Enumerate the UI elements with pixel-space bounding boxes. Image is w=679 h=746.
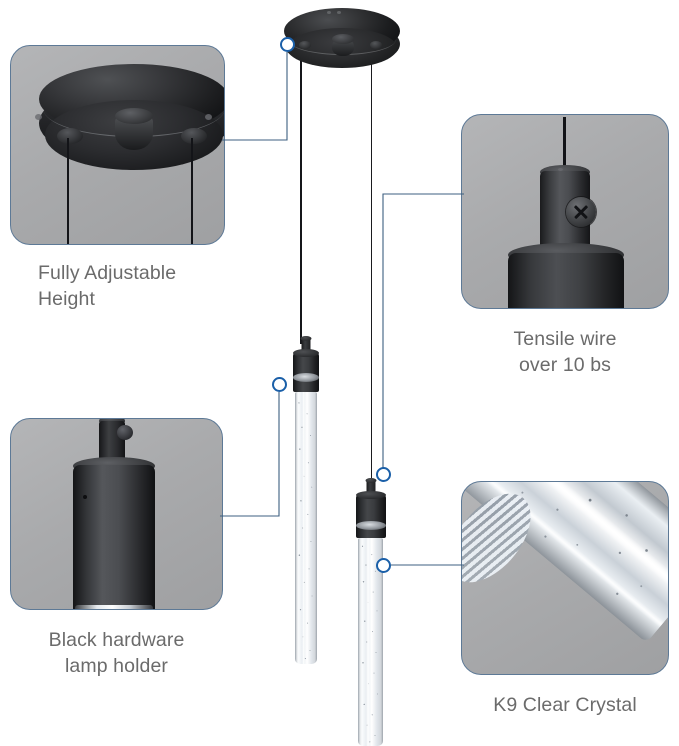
canopy-cable-boss-right bbox=[370, 41, 382, 49]
clamp-screw-icon bbox=[566, 197, 596, 227]
crystal-edge-right-1 bbox=[315, 392, 317, 664]
holder-body-1 bbox=[293, 352, 319, 392]
crystal-rod-1 bbox=[295, 392, 317, 664]
holder-neck-cap-1 bbox=[300, 336, 312, 341]
hotspot-k9-clear-crystal[interactable] bbox=[376, 558, 391, 573]
holder-body-bottom-2 bbox=[356, 521, 386, 530]
canopy-side bbox=[284, 22, 400, 66]
suspension-wire-right bbox=[371, 48, 373, 486]
callout-panel-fully-adjustable-height[interactable] bbox=[10, 45, 225, 245]
canopy-cable-boss-left bbox=[299, 41, 311, 49]
callout-image-k9-clear-crystal bbox=[462, 482, 668, 674]
holder-body-top-2 bbox=[356, 491, 386, 499]
canopy-closeup-nub-left bbox=[35, 114, 42, 120]
connector-black-hardware bbox=[220, 392, 280, 517]
caption-tensile-wire: Tensile wire over 10 bs bbox=[513, 328, 617, 376]
clamp-top-hole bbox=[558, 168, 563, 171]
tensile-wire-rod bbox=[563, 117, 566, 175]
crystal-glass-1 bbox=[295, 392, 317, 664]
canopy-hub-top bbox=[332, 34, 354, 44]
canopy-screw-dot-a bbox=[327, 11, 331, 14]
lamp-holder-1 bbox=[293, 336, 319, 392]
callout-image-fully-adjustable-height bbox=[11, 46, 224, 244]
canopy-closeup-boss-right bbox=[181, 128, 207, 144]
canopy-closeup-boss-left bbox=[57, 128, 83, 144]
holder-closeup-knob bbox=[117, 425, 133, 440]
callout-panel-black-hardware-lamp-holder[interactable] bbox=[10, 418, 223, 610]
crystal-highlight-2 bbox=[366, 538, 370, 746]
callout-image-black-hardware-lamp-holder bbox=[11, 419, 222, 609]
holder-neck-1 bbox=[301, 338, 311, 354]
canopy-closeup-wire-left bbox=[67, 138, 70, 244]
canopy-face bbox=[287, 28, 397, 68]
holder-body-2 bbox=[356, 494, 386, 538]
holder-closeup-glass-edge bbox=[75, 605, 153, 609]
hotspot-fully-adjustable-height[interactable] bbox=[280, 37, 295, 52]
caption-black-hardware-lamp-holder: Black hardware lamp holder bbox=[48, 629, 185, 677]
canopy-screw-dot-b bbox=[337, 11, 341, 14]
suspension-wire-left bbox=[300, 48, 302, 344]
holder-cap-body bbox=[508, 253, 624, 308]
crystal-edge-left-2 bbox=[358, 538, 361, 746]
canopy-hub bbox=[332, 38, 354, 56]
lamp-holder-2 bbox=[356, 478, 386, 538]
callout-panel-k9-clear-crystal[interactable] bbox=[461, 481, 669, 675]
hotspot-black-hardware-lamp-holder[interactable] bbox=[272, 377, 287, 392]
crystal-edge-left-1 bbox=[295, 392, 297, 664]
holder-body-top-1 bbox=[293, 349, 319, 357]
callout-panel-tensile-wire[interactable] bbox=[461, 114, 669, 309]
hotspot-tensile-wire[interactable] bbox=[376, 467, 391, 482]
canopy-rim bbox=[288, 24, 396, 55]
canopy-closeup-wire-right bbox=[191, 138, 194, 244]
ceiling-canopy bbox=[284, 8, 400, 70]
crystal-highlight-1 bbox=[302, 392, 306, 664]
holder-closeup-tube bbox=[73, 465, 155, 609]
crystal-bubbles-1 bbox=[295, 392, 317, 664]
canopy-closeup-hub-top bbox=[115, 108, 153, 124]
canopy-closeup-nub-right bbox=[205, 114, 212, 120]
connector-fully-adjustable-height bbox=[222, 52, 288, 141]
holder-body-bottom-1 bbox=[293, 373, 319, 382]
caption-fully-adjustable-height: Fully Adjustable Height bbox=[38, 262, 177, 310]
holder-neck-cap-2 bbox=[365, 478, 377, 483]
caption-k9-clear-crystal: K9 Clear Crystal bbox=[493, 694, 637, 716]
canopy-top bbox=[284, 8, 400, 54]
holder-neck-2 bbox=[366, 480, 376, 496]
callout-image-tensile-wire bbox=[462, 115, 668, 308]
holder-closeup-vent-hole bbox=[83, 495, 87, 499]
connector-tensile-wire bbox=[382, 193, 464, 468]
